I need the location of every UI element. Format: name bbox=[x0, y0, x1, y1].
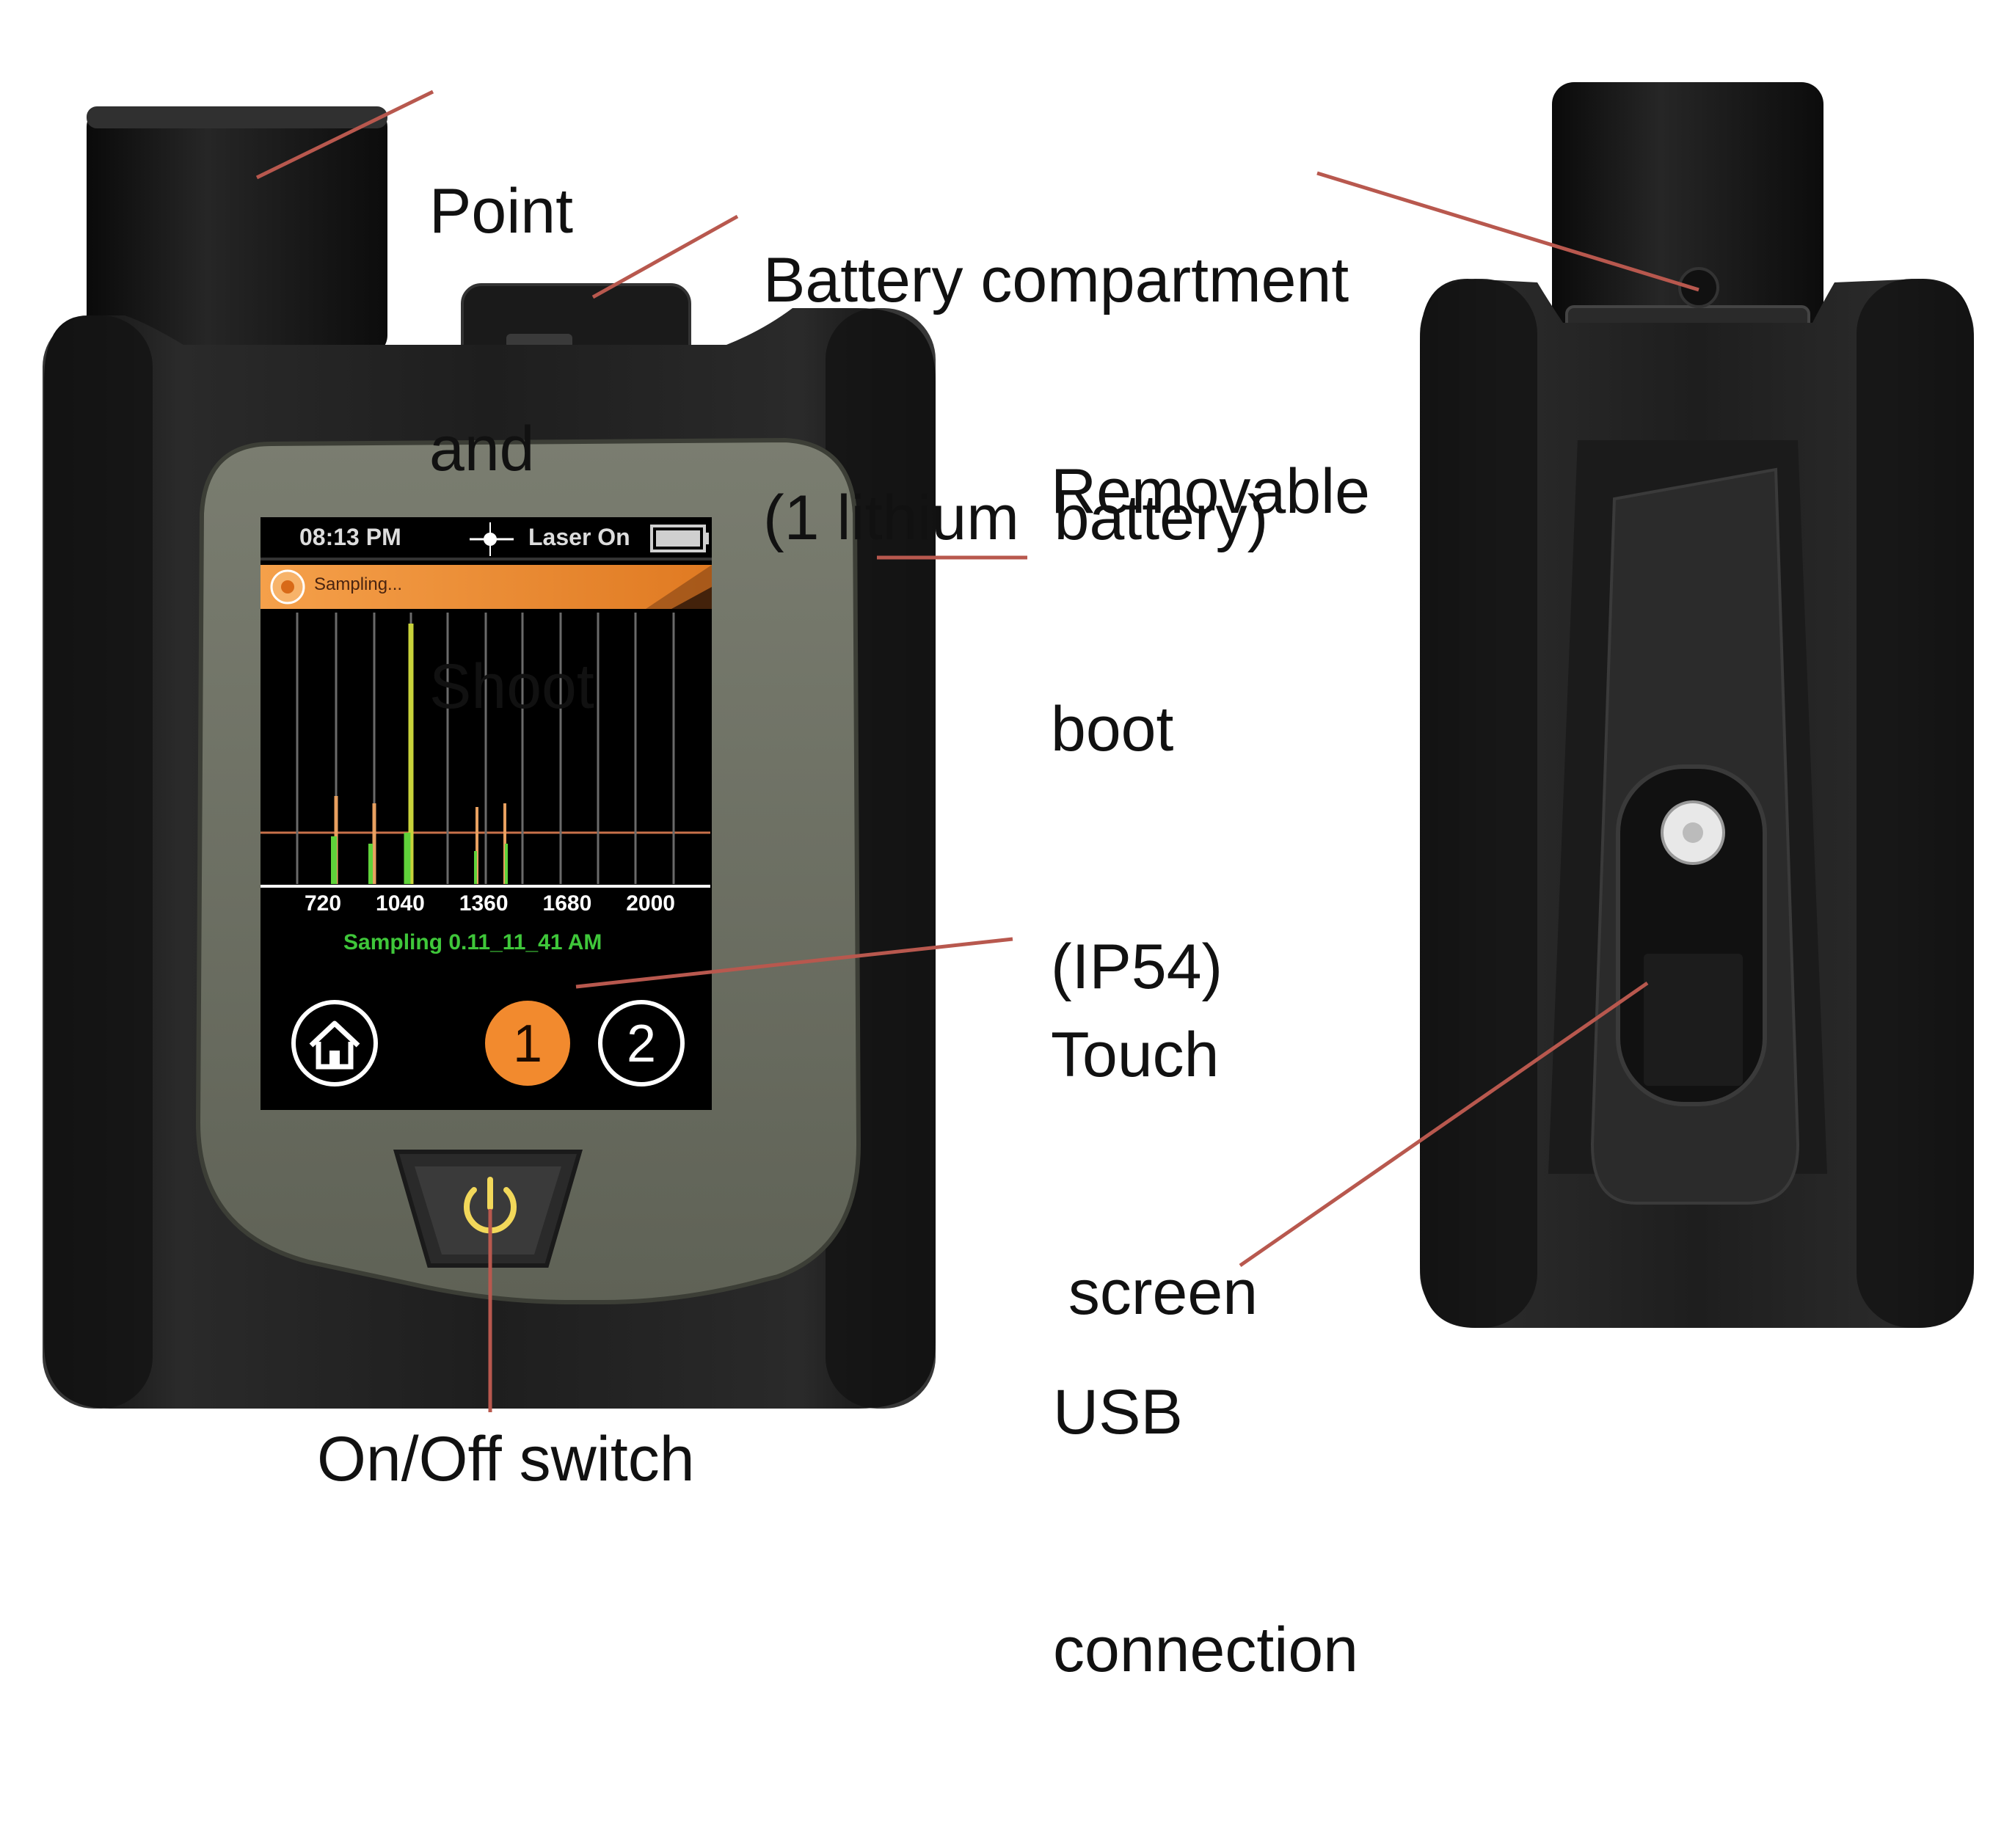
x-tick: 2000 bbox=[626, 891, 675, 916]
spectrum-plot bbox=[260, 613, 710, 888]
screen-time: 08:13 PM bbox=[299, 524, 401, 550]
label-line: USB bbox=[1053, 1377, 1183, 1447]
laser-icon bbox=[470, 522, 514, 556]
leader-usb bbox=[1239, 981, 1649, 1268]
mode-1-label: 1 bbox=[512, 1015, 543, 1073]
label-line: (1 lithium battery) bbox=[763, 483, 1269, 553]
leader-battery-back bbox=[1316, 171, 1699, 292]
label-line: connection bbox=[1053, 1615, 1358, 1685]
x-tick: 1040 bbox=[376, 891, 425, 916]
mode-2-label: 2 bbox=[626, 1015, 657, 1073]
label-removable-boot: Removable boot (IP54) bbox=[1051, 293, 1370, 1165]
alert-banner bbox=[260, 565, 712, 609]
label-line: boot bbox=[1051, 694, 1174, 764]
label-touch-screen: Touch screen bbox=[1051, 857, 1258, 1491]
label-line: Battery compartment bbox=[763, 245, 1349, 315]
screen-banner-text: Sampling... bbox=[314, 574, 403, 594]
battery-icon bbox=[650, 525, 709, 552]
screen-laser-status: Laser On bbox=[528, 524, 630, 550]
screen-x-axis: 720 1040 1360 1680 2000 bbox=[305, 891, 675, 921]
label-line: Removable bbox=[1051, 456, 1370, 527]
leader-point-and-shoot bbox=[255, 90, 434, 180]
mode-2-button[interactable] bbox=[598, 1000, 685, 1086]
label-usb-connection: USB connection bbox=[1053, 1214, 1358, 1848]
label-line: Shoot bbox=[429, 651, 594, 722]
label-line: screen bbox=[1051, 1257, 1258, 1328]
label-line: Touch bbox=[1051, 1020, 1220, 1090]
x-tick: 1360 bbox=[459, 891, 509, 916]
leader-battery-front bbox=[591, 214, 739, 299]
label-on-off-switch: On/Off switch bbox=[317, 1424, 695, 1494]
device-illustration bbox=[43, 82, 1974, 1412]
warning-icon bbox=[270, 569, 305, 605]
label-line: (IP54) bbox=[1051, 932, 1223, 1002]
label-line: Point bbox=[429, 176, 574, 246]
nozzle bbox=[87, 106, 387, 356]
back-device bbox=[1420, 82, 1974, 1328]
leader-lines bbox=[255, 90, 1699, 1412]
label-battery-compartment: Battery compartment (1 lithium battery) bbox=[763, 82, 1349, 716]
label-point-and-shoot: Point and Shoot bbox=[429, 13, 594, 885]
home-button[interactable] bbox=[291, 1000, 378, 1086]
sampling-status: Sampling 0.11_11_41 AM bbox=[343, 930, 602, 954]
front-device bbox=[43, 106, 936, 1409]
x-tick: 1680 bbox=[542, 891, 592, 916]
mode-1-button[interactable] bbox=[485, 1001, 570, 1086]
label-line: and bbox=[429, 414, 535, 484]
leader-touch-screen bbox=[575, 937, 1013, 989]
x-tick: 720 bbox=[305, 891, 342, 916]
home-icon bbox=[309, 1020, 360, 1070]
product-diagram: 08:13 PM Laser On Sampling... 720 1040 1… bbox=[43, 13, 1974, 1685]
